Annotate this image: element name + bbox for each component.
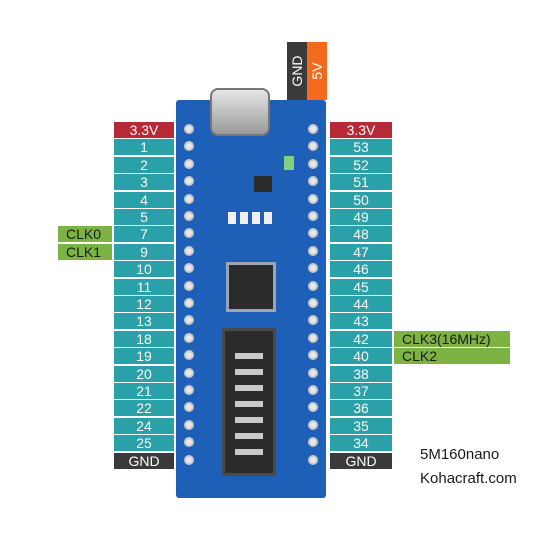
header-hole bbox=[184, 402, 194, 413]
right-pin-46: 46 bbox=[330, 261, 392, 278]
header-hole bbox=[184, 280, 194, 291]
top-pin-5v: 5V bbox=[307, 42, 327, 100]
header-hole bbox=[308, 280, 318, 291]
header-hole bbox=[308, 437, 318, 448]
right-pin-45: 45 bbox=[330, 278, 392, 295]
left-pin-22: 22 bbox=[114, 400, 174, 417]
left-pin-20: 20 bbox=[114, 365, 174, 382]
right-pin-44: 44 bbox=[330, 296, 392, 312]
header-hole bbox=[184, 228, 194, 239]
header-hole bbox=[308, 211, 318, 221]
left-pin-2: 2 bbox=[114, 156, 174, 173]
left-pin-24: 24 bbox=[114, 417, 174, 434]
header-hole bbox=[184, 419, 194, 430]
header-hole bbox=[184, 141, 194, 152]
header-hole bbox=[308, 419, 318, 430]
right-pin-53: 53 bbox=[330, 139, 392, 156]
top-pin-gnd-label: GND bbox=[289, 55, 305, 87]
header-hole bbox=[184, 367, 194, 378]
top-pin-5v-label: 5V bbox=[309, 62, 325, 80]
right-pin-51: 51 bbox=[330, 174, 392, 191]
left-pin-18: 18 bbox=[114, 330, 174, 347]
right-pin-43: 43 bbox=[330, 313, 392, 330]
website: Kohacraft.com bbox=[420, 470, 517, 487]
header-hole bbox=[184, 298, 194, 308]
header-hole bbox=[184, 124, 194, 134]
right-pin-35: 35 bbox=[330, 417, 392, 434]
left-pin-5: 5 bbox=[114, 209, 174, 225]
left-pin-19: 19 bbox=[114, 348, 174, 365]
right-pin-42: 42 bbox=[330, 330, 392, 347]
fpga-chip bbox=[226, 262, 276, 312]
header-hole bbox=[184, 211, 194, 221]
right-pin-3v3: 3.3V bbox=[330, 122, 392, 138]
left-pin-11: 11 bbox=[114, 278, 174, 295]
left-pin-21: 21 bbox=[114, 383, 174, 399]
header-hole bbox=[308, 454, 318, 465]
left-pin-4: 4 bbox=[114, 191, 174, 208]
right-pin-49: 49 bbox=[330, 209, 392, 225]
left-pin-1: 1 bbox=[114, 139, 174, 156]
header-hole bbox=[308, 385, 318, 395]
header-hole bbox=[184, 245, 194, 256]
header-hole bbox=[184, 176, 194, 187]
header-hole bbox=[308, 245, 318, 256]
header-hole bbox=[308, 350, 318, 361]
right-pin-37: 37 bbox=[330, 383, 392, 399]
header-hole bbox=[184, 315, 194, 326]
right-pin-47: 47 bbox=[330, 243, 392, 260]
header-hole bbox=[184, 263, 194, 274]
header-hole bbox=[184, 332, 194, 343]
right-pin-38: 38 bbox=[330, 365, 392, 382]
board-name: 5M160nano bbox=[420, 446, 500, 463]
left-pin-gnd: GND bbox=[114, 452, 174, 469]
header-hole bbox=[308, 141, 318, 152]
header-hole bbox=[308, 263, 318, 274]
right-pin-40: 40 bbox=[330, 348, 392, 365]
top-pin-gnd: GND bbox=[287, 42, 307, 100]
header-hole bbox=[184, 193, 194, 204]
right-pin-gnd: GND bbox=[330, 452, 392, 469]
header-hole bbox=[308, 298, 318, 308]
header-hole bbox=[184, 158, 194, 169]
left-pin-3: 3 bbox=[114, 174, 174, 191]
header-hole bbox=[308, 124, 318, 134]
left-pin-10: 10 bbox=[114, 261, 174, 278]
clock-label-clk0: CLK0 bbox=[58, 226, 112, 243]
left-pin-12: 12 bbox=[114, 296, 174, 312]
pcb-board bbox=[176, 88, 326, 498]
left-pin-25: 25 bbox=[114, 435, 174, 452]
header-hole bbox=[184, 385, 194, 395]
header-hole bbox=[308, 332, 318, 343]
header-hole bbox=[308, 315, 318, 326]
right-pin-36: 36 bbox=[330, 400, 392, 417]
clock-label-clk1: CLK1 bbox=[58, 243, 112, 260]
usb-c-connector bbox=[210, 88, 270, 136]
header-hole bbox=[308, 158, 318, 169]
header-hole bbox=[308, 402, 318, 413]
header-hole bbox=[184, 454, 194, 465]
left-pin-7: 7 bbox=[114, 226, 174, 243]
header-hole bbox=[184, 437, 194, 448]
right-pin-50: 50 bbox=[330, 191, 392, 208]
right-pin-34: 34 bbox=[330, 435, 392, 452]
capacitor-row bbox=[228, 212, 274, 224]
header-hole bbox=[308, 193, 318, 204]
right-pin-48: 48 bbox=[330, 226, 392, 243]
header-hole bbox=[308, 367, 318, 378]
header-hole bbox=[184, 350, 194, 361]
clock-label-clk2: CLK2 bbox=[394, 348, 510, 365]
header-hole bbox=[308, 176, 318, 187]
left-pin-9: 9 bbox=[114, 243, 174, 260]
right-pin-52: 52 bbox=[330, 156, 392, 173]
left-pin-13: 13 bbox=[114, 313, 174, 330]
regulator-component bbox=[254, 176, 272, 192]
jtag-connector bbox=[222, 328, 276, 476]
left-pin-3v3: 3.3V bbox=[114, 122, 174, 138]
clock-label-clk316mhz: CLK3(16MHz) bbox=[394, 330, 510, 347]
led-component bbox=[284, 156, 294, 170]
header-hole bbox=[308, 228, 318, 239]
